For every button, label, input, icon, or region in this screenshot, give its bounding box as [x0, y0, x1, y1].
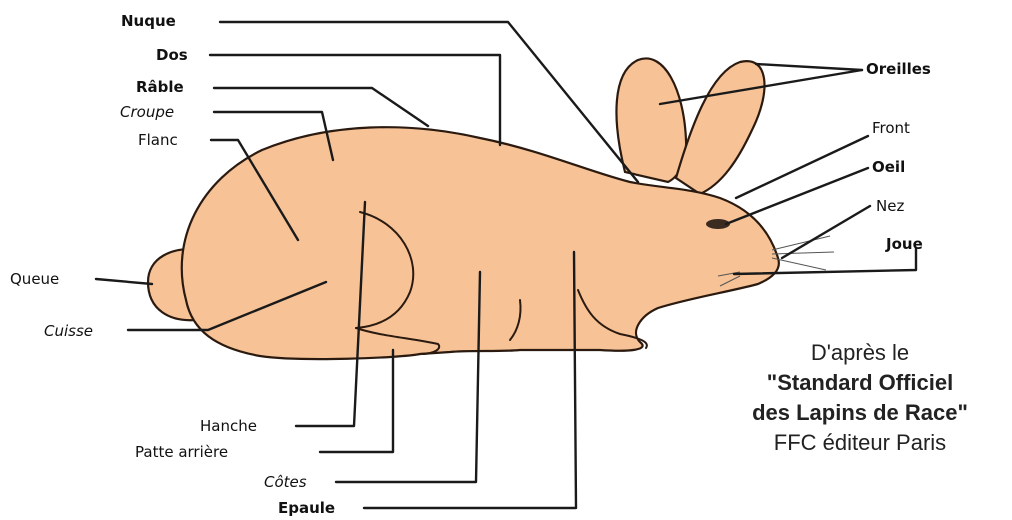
source-line-4: FFC éditeur Paris [774, 430, 946, 455]
label-epaule: Epaule [278, 499, 335, 517]
label-queue: Queue [10, 270, 59, 288]
label-flanc: Flanc [138, 131, 178, 149]
near-ear [676, 61, 765, 194]
label-nuque: Nuque [121, 12, 176, 30]
source-attribution: D'après le "Standard Officiel des Lapins… [752, 340, 968, 455]
leader-oreilles-2 [756, 64, 862, 70]
label-cotes: Côtes [264, 473, 307, 491]
rabbit-illustration [148, 58, 834, 359]
label-rable: Râble [136, 78, 184, 96]
far-ear [616, 58, 686, 182]
label-patte-arriere: Patte arrière [135, 443, 228, 461]
label-dos: Dos [156, 46, 188, 64]
leader-oeil [726, 168, 868, 224]
leader-rable [214, 88, 428, 126]
label-oeil: Oeil [872, 158, 905, 176]
label-front: Front [872, 119, 910, 137]
source-line-2: "Standard Officiel [767, 370, 953, 395]
label-joue: Joue [885, 235, 923, 253]
leader-queue [96, 279, 152, 284]
leader-nez [782, 206, 870, 258]
source-line-1: D'après le [811, 340, 909, 365]
label-nez: Nez [876, 197, 904, 215]
leader-front [736, 136, 868, 198]
label-croupe: Croupe [120, 103, 174, 121]
label-oreilles: Oreilles [866, 60, 931, 78]
label-hanche: Hanche [200, 417, 257, 435]
label-cuisse: Cuisse [44, 322, 93, 340]
source-line-3: des Lapins de Race" [752, 400, 968, 425]
